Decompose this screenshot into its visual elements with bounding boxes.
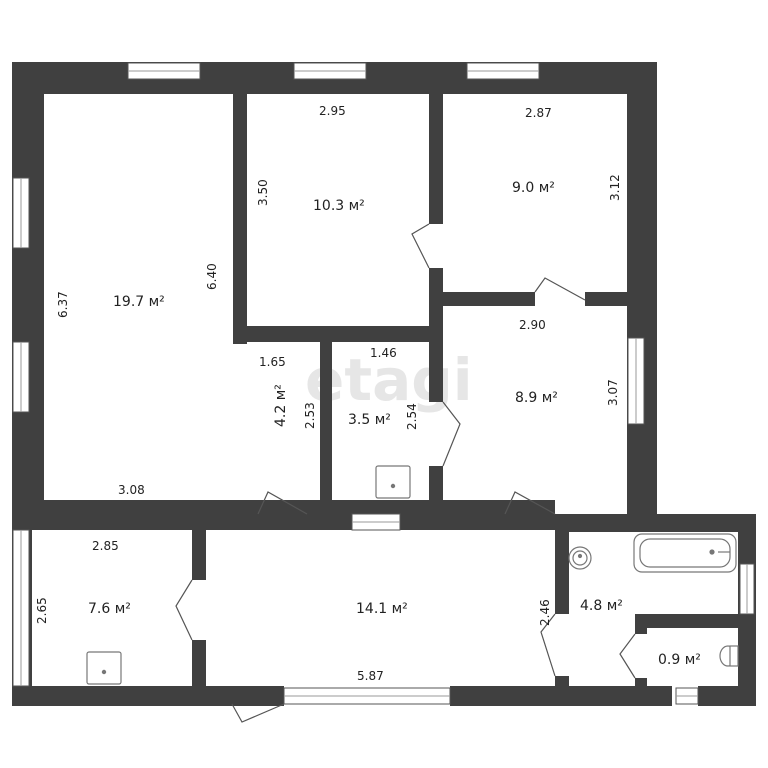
toilet-icon xyxy=(719,645,739,667)
area-bathroom: 4.8 м² xyxy=(580,598,623,614)
dim-corridor-top: 1.65 xyxy=(259,355,286,369)
bathtub-icon xyxy=(633,533,737,573)
dim-corridor-right: 2.53 xyxy=(303,402,317,429)
area-kitchen: 7.6 м² xyxy=(88,601,131,617)
dim-bedroom-1-top: 2.95 xyxy=(319,104,346,118)
dim-hall-right: 2.46 xyxy=(538,599,552,626)
door-bedroom2 xyxy=(534,277,586,301)
area-room-3: 8.9 м² xyxy=(515,390,558,406)
door-kitchen xyxy=(175,579,193,641)
door-toilet xyxy=(619,633,636,679)
dim-living-left: 6.37 xyxy=(56,291,70,318)
dim-bedroom-2-top: 2.87 xyxy=(525,106,552,120)
door-hall-entry xyxy=(231,703,285,723)
door-room3 xyxy=(504,491,556,515)
area-labels: 19.7 м² 10.3 м² 9.0 м² 8.9 м² 3.5 м² 7.6… xyxy=(88,180,701,668)
door-bathroom xyxy=(540,613,556,677)
dim-bedroom-2-right: 3.12 xyxy=(608,174,622,201)
dim-kitchen-top: 2.85 xyxy=(92,539,119,553)
dim-storage-right: 2.54 xyxy=(405,403,419,430)
dim-living-bottom: 3.08 xyxy=(118,483,145,497)
dim-storage-top: 1.46 xyxy=(370,346,397,360)
area-hall: 14.1 м² xyxy=(356,601,408,617)
door-storage xyxy=(442,401,461,467)
walls xyxy=(12,62,756,706)
door-living xyxy=(257,491,308,515)
shower-storage-icon xyxy=(375,465,411,499)
dim-hall-bottom: 5.87 xyxy=(357,669,384,683)
watermark: etagi xyxy=(305,346,473,414)
area-toilet: 0.9 м² xyxy=(658,652,701,668)
windows xyxy=(12,62,755,705)
fixtures xyxy=(86,465,739,685)
area-storage: 3.5 м² xyxy=(348,412,391,428)
stove-kitchen-icon xyxy=(86,651,122,685)
area-living: 19.7 м² xyxy=(113,294,165,310)
doors xyxy=(175,223,636,723)
dimension-labels: 2.95 2.87 2.90 1.65 1.46 3.08 2.85 5.87 … xyxy=(35,104,622,683)
dim-living-right: 6.40 xyxy=(205,263,219,290)
area-bedroom-2: 9.0 м² xyxy=(512,180,555,196)
sink-icon xyxy=(568,546,592,570)
dim-room-3-right: 3.07 xyxy=(606,379,620,406)
area-bedroom-1: 10.3 м² xyxy=(313,198,365,214)
dim-bedroom-1-left: 3.50 xyxy=(256,179,270,206)
door-bedroom1 xyxy=(411,223,430,269)
dim-room-3-top: 2.90 xyxy=(519,318,546,332)
area-corridor: 4.2 м² xyxy=(273,384,289,427)
dim-kitchen-left: 2.65 xyxy=(35,597,49,624)
